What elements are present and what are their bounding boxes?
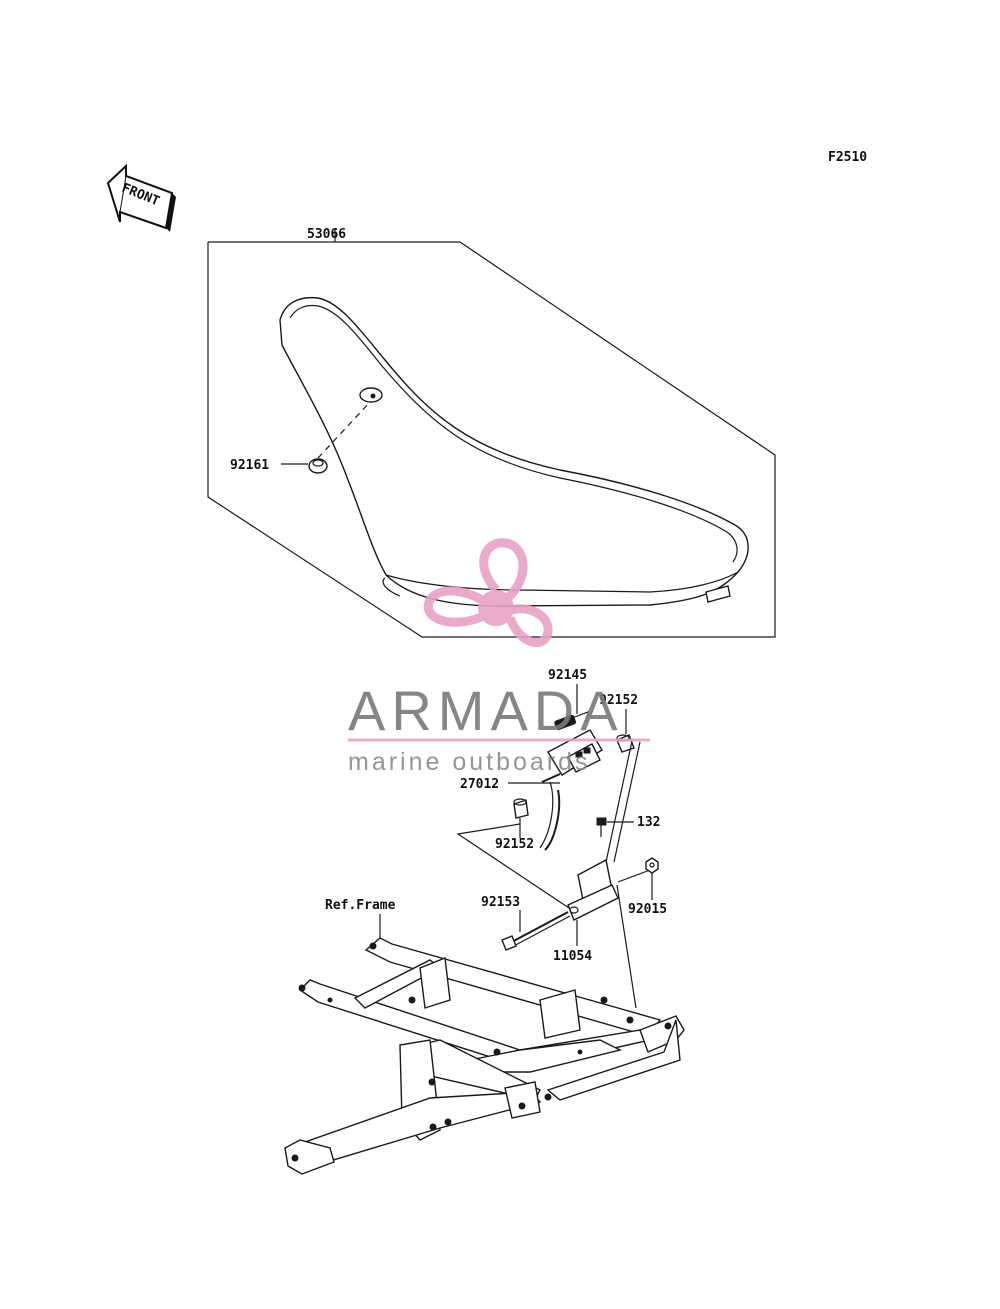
bolt-long-icon (501, 911, 571, 951)
part-label-hinge-bracket: 27012 (460, 777, 499, 792)
part-label-bolt-small: 132 (637, 815, 660, 830)
watermark-brand: ARMADA (348, 679, 624, 742)
grommet-icon (308, 458, 328, 474)
nut-icon (645, 857, 659, 874)
front-arrow-icon: FRONT (106, 163, 176, 232)
reference-frame (284, 937, 685, 1175)
part-label-seat: 53066 (307, 227, 346, 242)
assembly-guide-lines (456, 740, 651, 1009)
seat (279, 296, 749, 607)
part-label-collar-lower: 92152 (495, 837, 534, 852)
bolt-small-icon (596, 817, 607, 837)
watermark: ARMADA marine outboards (348, 538, 650, 776)
part-label-spring: 92145 (548, 668, 587, 683)
part-label-nut: 92015 (628, 902, 667, 917)
part-label-bolt-long: 92153 (481, 895, 520, 910)
collar-lower-icon (513, 798, 529, 819)
watermark-tagline: marine outboards (348, 748, 591, 776)
part-label-collar-upper: 92152 (599, 693, 638, 708)
part-label-bracket: 11054 (553, 949, 592, 964)
diagram-code: F2510 (828, 150, 867, 165)
propeller-logo-icon (423, 538, 553, 647)
reference-frame-label: Ref.Frame (325, 898, 396, 913)
mount-bracket (567, 858, 619, 921)
part-label-seat-grommet: 92161 (230, 458, 269, 473)
seat-assembly-box (207, 228, 776, 638)
spring-icon (554, 711, 589, 731)
